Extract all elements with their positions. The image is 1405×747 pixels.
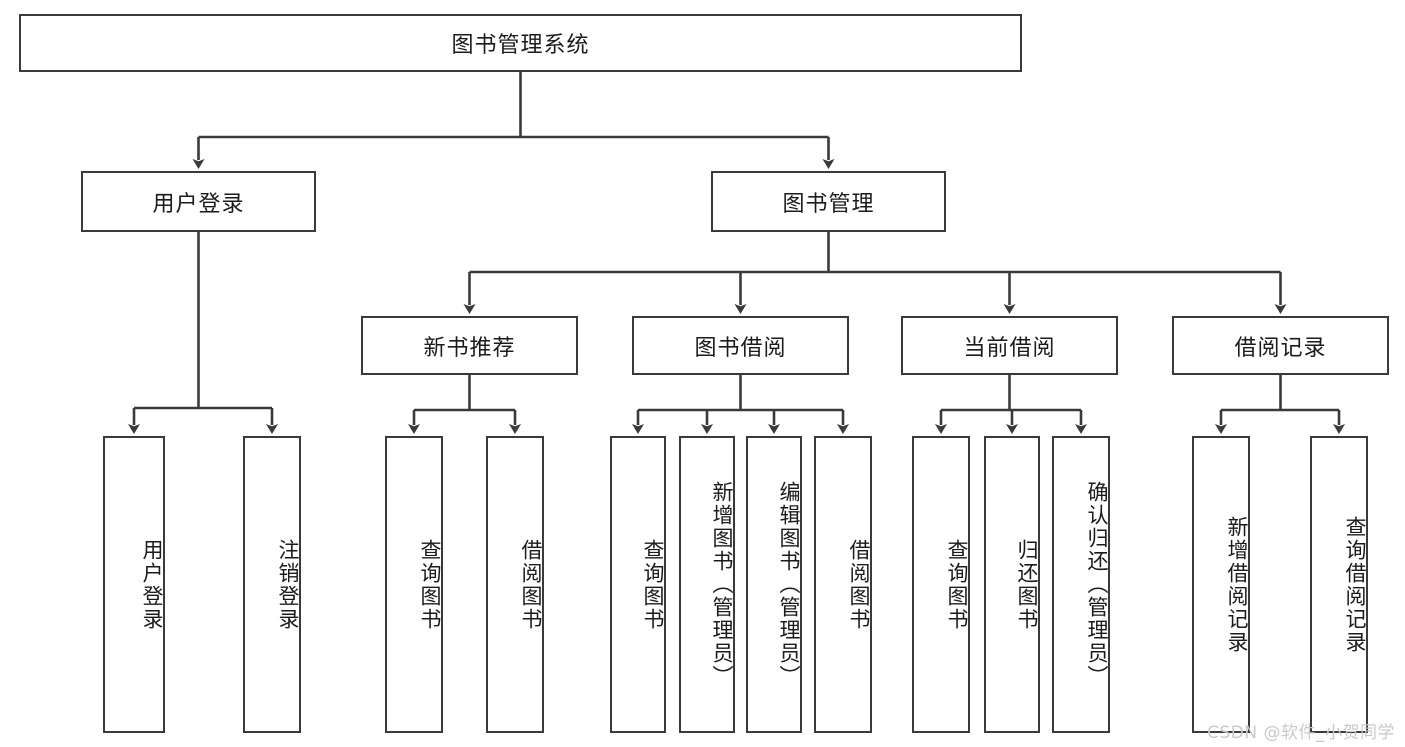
- node-label: 注销登录: [276, 538, 300, 631]
- node-borrow-record: 借阅记录: [1172, 316, 1389, 375]
- node-label: 图书管理: [782, 191, 875, 217]
- node-label: 确认归还（管理员）: [1085, 481, 1109, 688]
- node-leaf-query-books-current: 查询图书: [912, 436, 970, 733]
- node-label: 借阅记录: [1234, 335, 1327, 361]
- node-leaf-logout: 注销登录: [243, 436, 301, 733]
- node-label: 当前借阅: [963, 335, 1056, 361]
- node-label: 查询图书: [418, 538, 442, 631]
- node-label: 新增借阅记录: [1225, 515, 1249, 654]
- node-label: 归还图书: [1015, 538, 1039, 631]
- node-label: 图书管理系统: [451, 33, 590, 58]
- node-book-borrow: 图书借阅: [632, 316, 849, 375]
- node-current-borrow: 当前借阅: [901, 316, 1118, 375]
- node-label: 新书推荐: [423, 335, 516, 361]
- node-label: 借阅图书: [847, 538, 871, 631]
- node-label: 查询图书: [641, 538, 665, 631]
- node-label: 用户登录: [140, 538, 164, 631]
- node-label: 查询借阅记录: [1343, 515, 1367, 654]
- node-leaf-query-borrow-record: 查询借阅记录: [1310, 436, 1368, 733]
- node-leaf-confirm-return-admin: 确认归还（管理员）: [1052, 436, 1110, 733]
- node-leaf-add-borrow-record: 新增借阅记录: [1192, 436, 1250, 733]
- node-label: 查询图书: [945, 538, 969, 631]
- node-leaf-borrow-books-rec: 借阅图书: [486, 436, 544, 733]
- node-leaf-add-book-admin: 新增图书（管理员）: [679, 436, 735, 733]
- node-new-book-recommend: 新书推荐: [361, 316, 578, 375]
- node-label: 图书借阅: [694, 335, 787, 361]
- node-root: 图书管理系统: [19, 14, 1022, 72]
- node-leaf-user-login: 用户登录: [103, 436, 165, 733]
- node-label: 借阅图书: [519, 538, 543, 631]
- node-label: 用户登录: [152, 191, 245, 217]
- node-leaf-query-books-rec: 查询图书: [385, 436, 443, 733]
- node-leaf-edit-book-admin: 编辑图书（管理员）: [746, 436, 802, 733]
- csdn-watermark: CSDN @软件_小贺同学: [1207, 723, 1395, 743]
- node-book-management: 图书管理: [711, 171, 946, 232]
- node-user-login: 用户登录: [81, 171, 316, 232]
- node-leaf-borrow-books-borrow: 借阅图书: [814, 436, 872, 733]
- node-leaf-return-books: 归还图书: [984, 436, 1040, 733]
- node-leaf-query-books-borrow: 查询图书: [610, 436, 666, 733]
- node-label: 编辑图书（管理员）: [777, 481, 801, 688]
- node-label: 新增图书（管理员）: [710, 481, 734, 688]
